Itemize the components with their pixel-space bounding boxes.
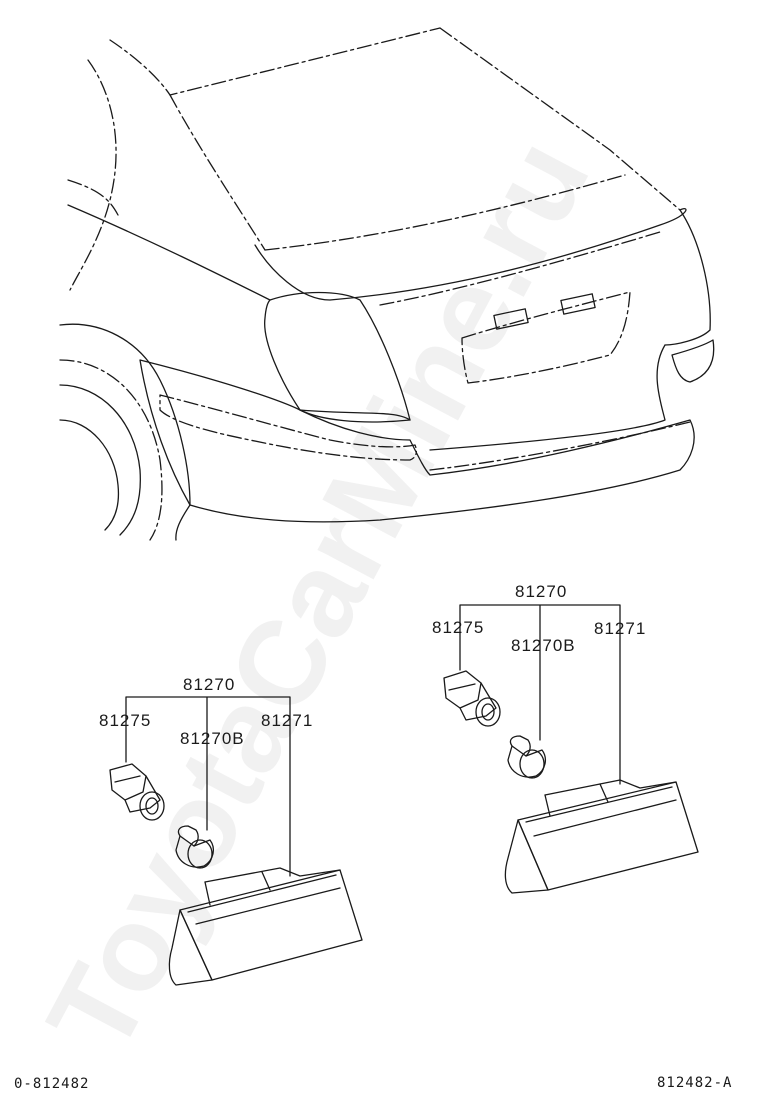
footer-left-code: 0-812482	[14, 1076, 90, 1092]
bulb-left	[175, 825, 215, 869]
lamp-housing-right	[504, 779, 699, 894]
socket-label-left: 81275	[99, 711, 152, 730]
bulb-right	[507, 735, 547, 779]
lamp-housing-left	[168, 867, 363, 986]
bulb-label-right: 81270B	[511, 636, 576, 655]
lens-label-left: 81271	[261, 711, 314, 730]
assembly-label-left: 81270	[183, 675, 236, 694]
bulb-label-left: 81270B	[180, 729, 245, 748]
socket-left	[109, 763, 165, 821]
lamp-group-right	[443, 604, 699, 894]
lamp-group-left	[109, 696, 363, 986]
socket-label-right: 81275	[432, 618, 485, 637]
assembly-label-right: 81270	[515, 582, 568, 601]
car-rear-outline	[59, 27, 715, 541]
lens-label-right: 81271	[594, 619, 647, 638]
socket-right	[443, 670, 501, 727]
footer-right-code: 812482-A	[657, 1075, 733, 1091]
